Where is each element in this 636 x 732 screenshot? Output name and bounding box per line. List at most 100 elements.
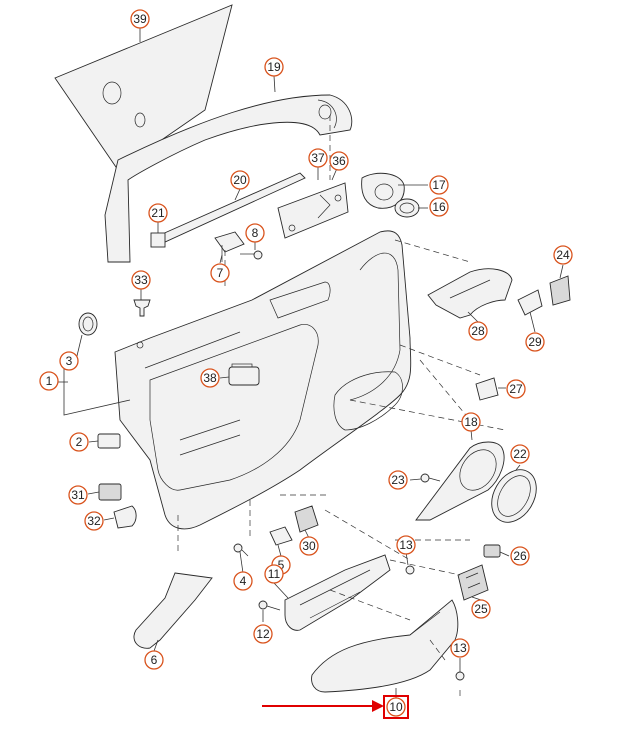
part-26-button [483,544,501,558]
part-4-screw [233,543,249,557]
callout-17-label: 17 [432,178,446,192]
part-38-handle [228,366,260,386]
callout-32[interactable]: 32 [84,511,104,531]
callout-21[interactable]: 21 [148,203,168,223]
callout-16-label: 16 [432,200,446,214]
callout-19-label: 19 [267,60,281,74]
callout-33[interactable]: 33 [131,270,151,290]
callout-31-label: 31 [71,488,85,502]
callout-26-label: 26 [513,549,527,563]
callout-27[interactable]: 27 [506,379,526,399]
part-29-lock [517,289,543,316]
callout-38-label: 38 [203,371,217,385]
callout-36[interactable]: 36 [329,151,349,171]
part-12-screw [258,600,281,611]
part-33-clip [133,299,151,317]
callout-28[interactable]: 28 [468,321,488,341]
callout-30-label: 30 [302,539,316,553]
callout-13-lower-label: 13 [453,641,467,655]
part-22-grille [491,469,537,523]
callout-3-label: 3 [66,354,73,368]
callout-8[interactable]: 8 [245,223,265,243]
callout-12[interactable]: 12 [253,624,273,644]
part-25-window-switch [457,564,489,601]
part-13-screw-lower [455,671,465,681]
part-5-clip [269,526,293,546]
callout-1[interactable]: 1 [39,371,59,391]
callout-7[interactable]: 7 [210,263,230,283]
callout-27-label: 27 [509,382,523,396]
callout-38[interactable]: 38 [200,368,220,388]
callout-10-label: 10 [389,700,403,714]
callout-22-label: 22 [513,447,527,461]
part-2-block [97,433,121,449]
callout-17[interactable]: 17 [429,175,449,195]
part-10-armrest [311,599,459,693]
callout-36-label: 36 [332,154,346,168]
callout-7-label: 7 [217,266,224,280]
part-3-grommet [78,312,98,336]
highlight-arrow [262,700,384,712]
callout-13-upper-label: 13 [399,538,413,552]
callout-20-label: 20 [233,173,247,187]
part-21-clip [150,232,166,248]
callout-39-label: 39 [133,12,147,26]
part-13-screw-upper [405,565,415,575]
callout-29-label: 29 [528,335,542,349]
callout-37[interactable]: 37 [308,148,328,168]
callout-23[interactable]: 23 [388,470,408,490]
part-36-bracket [277,182,349,239]
callout-39[interactable]: 39 [130,9,150,29]
callout-29[interactable]: 29 [525,332,545,352]
callout-24[interactable]: 24 [553,245,573,265]
callout-30[interactable]: 30 [299,536,319,556]
callout-25-label: 25 [474,602,488,616]
callout-4[interactable]: 4 [233,571,253,591]
callout-18-label: 18 [464,415,478,429]
callout-6[interactable]: 6 [144,650,164,670]
part-39-sheet [54,4,233,171]
callout-18[interactable]: 18 [461,412,481,432]
callout-19[interactable]: 19 [264,57,284,77]
part-18-speaker-frame [415,441,505,521]
part-19-window-trim [104,94,353,263]
callout-2[interactable]: 2 [69,432,89,452]
callout-24-label: 24 [556,248,570,262]
callout-13-upper[interactable]: 13 [396,535,416,555]
callout-10[interactable]: 10 [386,697,406,717]
callout-12-label: 12 [256,627,270,641]
callout-3[interactable]: 3 [59,351,79,371]
callout-13-lower[interactable]: 13 [450,638,470,658]
callout-11[interactable]: 11 [264,564,284,584]
callout-22[interactable]: 22 [510,444,530,464]
callout-25[interactable]: 25 [471,599,491,619]
callout-5-label: 5 [278,558,285,572]
callout-20[interactable]: 20 [230,170,250,190]
part-32-cap [113,505,137,529]
highlight-box [383,695,409,719]
callout-37-label: 37 [311,151,325,165]
part-28-inner-handle [427,268,513,319]
part-23-screw [420,473,441,483]
callout-26[interactable]: 26 [510,546,530,566]
callout-33-label: 33 [134,273,148,287]
callout-8-label: 8 [252,226,259,240]
callout-6-label: 6 [151,653,158,667]
callout-32-label: 32 [87,514,101,528]
callout-1-label: 1 [46,374,53,388]
callout-21-label: 21 [151,206,165,220]
part-7-bracket [214,231,245,262]
callout-16[interactable]: 16 [429,197,449,217]
part-30-connector [294,505,319,533]
part-27-clip [475,377,499,401]
callout-2-label: 2 [76,435,83,449]
callout-4-label: 4 [240,574,247,588]
part-31-switch [98,483,122,501]
callout-31[interactable]: 31 [68,485,88,505]
callout-11-label: 11 [268,567,281,581]
part-8-screw [240,250,263,260]
part-6-lower-trim [133,572,213,649]
callout-28-label: 28 [471,324,485,338]
part-24-cover [549,275,571,306]
